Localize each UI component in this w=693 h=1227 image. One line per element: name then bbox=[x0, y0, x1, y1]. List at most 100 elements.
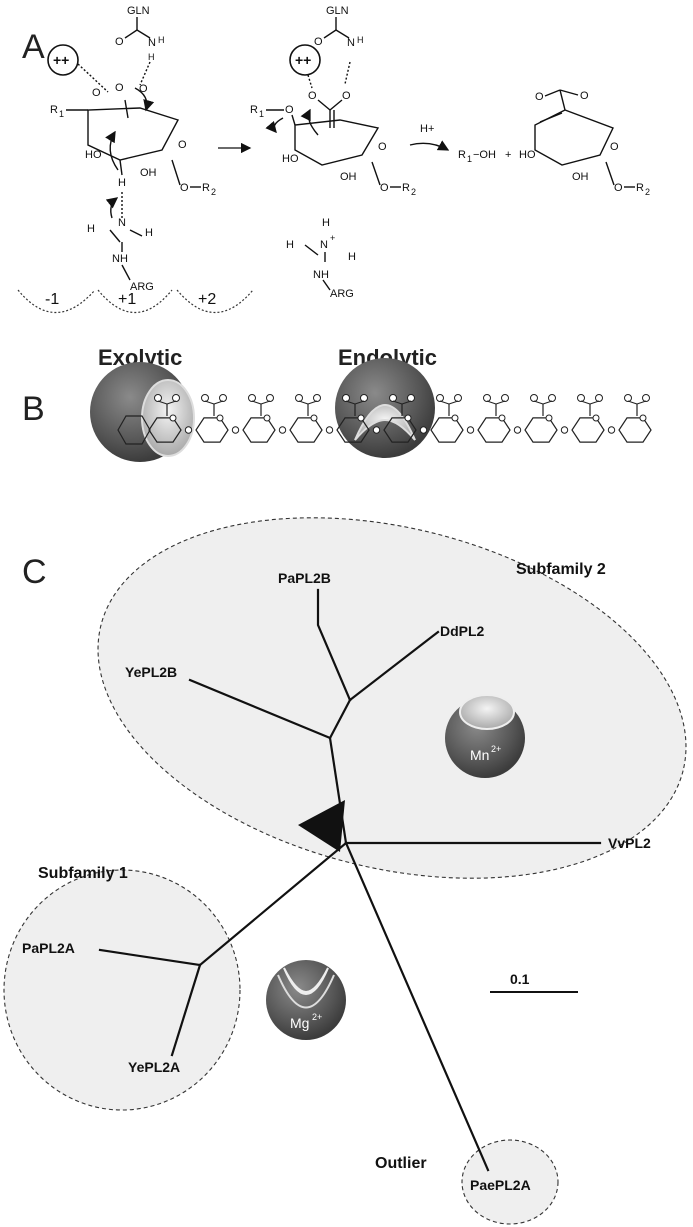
gln-n-2: N bbox=[347, 37, 355, 49]
exolytic-enzyme bbox=[90, 362, 195, 462]
outlier-label: Outlier bbox=[375, 1155, 427, 1172]
subfamily1-region bbox=[3, 869, 241, 1111]
panel-a-substrate: GLN O N H H ++ R 1 O O O HO OH O O R 2 H bbox=[47, 5, 216, 293]
gln-label-1: GLN bbox=[127, 5, 150, 17]
r2-sub-3: 2 bbox=[645, 187, 650, 197]
sugar-unit bbox=[289, 394, 334, 443]
r2-label-1: R bbox=[202, 182, 210, 194]
leaf-ddpl2: DdPL2 bbox=[440, 623, 485, 639]
ring-o-1: O bbox=[92, 87, 101, 99]
arg-nh-1: NH bbox=[112, 253, 128, 265]
arg-n-1: N bbox=[118, 217, 126, 229]
r1-label-2: R bbox=[250, 104, 258, 116]
arg-plus: + bbox=[330, 233, 335, 243]
sugar-unit bbox=[430, 394, 475, 443]
subsite-minus1: -1 bbox=[45, 291, 59, 308]
arg-h-1: H bbox=[145, 227, 153, 239]
ring-o-5: O bbox=[610, 141, 619, 153]
outlier-region bbox=[461, 1139, 559, 1225]
r2-sub-2: 2 bbox=[411, 187, 416, 197]
arg-nh-2: NH bbox=[313, 269, 329, 281]
ho-label-2: HO bbox=[282, 153, 299, 165]
o-r2-3: O bbox=[614, 182, 623, 194]
carbox-o-1: O bbox=[115, 82, 124, 94]
enolate-o-2: O bbox=[342, 90, 351, 102]
o-r2-2: O bbox=[380, 182, 389, 194]
h-label-1: H bbox=[118, 177, 126, 189]
leaf-papl2b: PaPL2B bbox=[278, 570, 331, 586]
charge-circle-2 bbox=[289, 44, 321, 76]
mg-ion-charge: 2+ bbox=[312, 1012, 322, 1022]
leaf-vvpl2: VvPL2 bbox=[608, 835, 651, 851]
mg-enzyme-icon: Mg 2+ bbox=[266, 960, 346, 1040]
endolytic-enzyme bbox=[335, 358, 435, 458]
oh-label-3: OH bbox=[572, 171, 589, 183]
sugar-unit bbox=[524, 394, 569, 443]
r1-label: R bbox=[50, 104, 58, 116]
reaction-arrow-2: H+ bbox=[409, 123, 450, 151]
sugar-unit bbox=[195, 394, 240, 443]
sugar-unit bbox=[336, 394, 381, 443]
product-r1-sub: 1 bbox=[467, 154, 472, 164]
gln-h-1: H bbox=[158, 35, 165, 45]
mn-ion-charge: 2+ bbox=[491, 744, 501, 754]
hplus-label: H+ bbox=[420, 123, 434, 135]
leaf-yepl2b: YePL2B bbox=[125, 664, 177, 680]
oh-label-1: OH bbox=[140, 167, 157, 179]
polysaccharide-chain bbox=[117, 394, 652, 445]
r2-sub-1: 2 bbox=[211, 187, 216, 197]
panel-a-label: A bbox=[22, 28, 45, 66]
ring-o-2: O bbox=[178, 139, 187, 151]
leaf-papl2a: PaPL2A bbox=[22, 940, 75, 956]
r1-sub-2: 1 bbox=[259, 109, 264, 119]
mg-ion-label: Mg bbox=[290, 1015, 309, 1031]
ho-label-3: HO bbox=[519, 149, 536, 161]
sugar-unit bbox=[242, 394, 287, 443]
arg-n-2: N bbox=[320, 239, 328, 251]
gln-n-1: N bbox=[148, 37, 156, 49]
panel-a-products: R 1 −OH + O O HO OH O O R 2 bbox=[458, 89, 650, 197]
leaf-yepl2a: YePL2A bbox=[128, 1059, 180, 1075]
gln-label-2: GLN bbox=[326, 5, 349, 17]
subfamily2-label: Subfamily 2 bbox=[516, 561, 606, 578]
sugar-unit bbox=[383, 394, 428, 443]
mn-ion-label: Mn bbox=[470, 747, 489, 763]
arg-h-2: H bbox=[322, 217, 330, 229]
arg-h2n-1: H bbox=[87, 223, 95, 235]
panel-c-label: C bbox=[22, 553, 47, 591]
carbox-o-2: O bbox=[139, 83, 148, 95]
product-o-1: O bbox=[535, 91, 544, 103]
gln-h-1b: H bbox=[148, 52, 155, 62]
arg-label-1: ARG bbox=[130, 281, 154, 293]
ho-label-1: HO bbox=[85, 149, 102, 161]
sugar-unit bbox=[571, 394, 616, 443]
enolate-o-1: O bbox=[308, 90, 317, 102]
subfamily2-region bbox=[97, 517, 687, 879]
panel-a-intermediate: GLN O N H ++ O O R 1 O HO OH O O R 2 H H… bbox=[250, 5, 416, 300]
subfamily1-label: Subfamily 1 bbox=[38, 865, 128, 882]
product-oh: −OH bbox=[473, 149, 496, 161]
r1-sub: 1 bbox=[59, 109, 64, 119]
ring-o-4: O bbox=[378, 141, 387, 153]
gln-oxygen-1: O bbox=[115, 36, 124, 48]
scale-bar-label: 0.1 bbox=[510, 971, 530, 987]
phylogenetic-tree bbox=[98, 588, 602, 1172]
leaf-paepl2a: PaePL2A bbox=[470, 1177, 531, 1193]
r2-label-2: R bbox=[402, 182, 410, 194]
arg-h2n-2: H bbox=[286, 239, 294, 251]
panel-b-label: B bbox=[22, 390, 45, 428]
product-o-2: O bbox=[580, 90, 589, 102]
oh-label-2: OH bbox=[340, 171, 357, 183]
subsites: -1 +1 +2 bbox=[17, 289, 254, 313]
subsite-plus2: +2 bbox=[198, 291, 216, 308]
charge-circle-1 bbox=[47, 44, 79, 76]
r2-label-3: R bbox=[636, 182, 644, 194]
gln-h-2: H bbox=[357, 35, 364, 45]
charge-label-2: ++ bbox=[295, 52, 311, 68]
product-plus: + bbox=[505, 149, 511, 161]
sugar-unit bbox=[477, 394, 522, 443]
subsite-plus1: +1 bbox=[118, 291, 136, 308]
arg-label-2: ARG bbox=[330, 288, 354, 300]
sugar-unit bbox=[618, 394, 652, 443]
